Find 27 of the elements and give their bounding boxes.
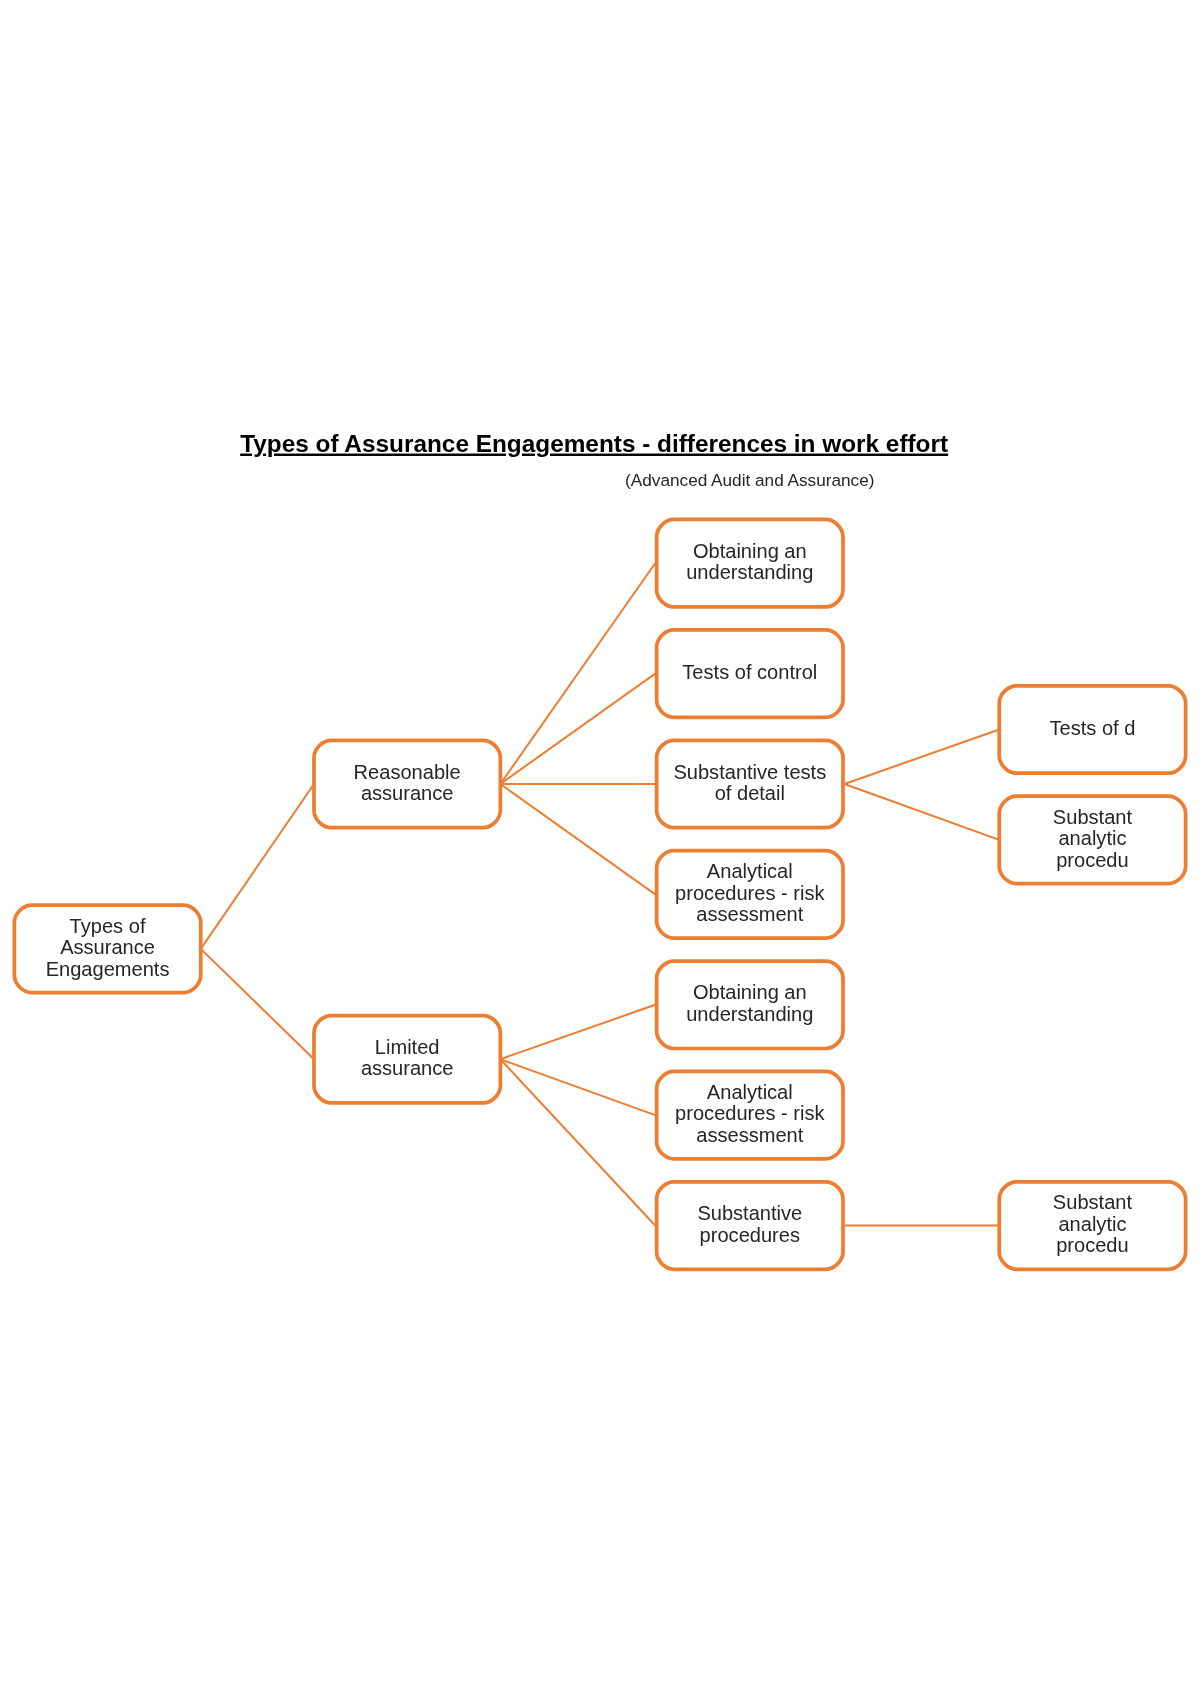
connector	[499, 782, 656, 895]
node-box: Substantive procedures	[654, 1179, 845, 1271]
connector	[844, 782, 1000, 841]
connector	[500, 1003, 656, 1060]
diagram-title: Types of Assurance Engagements - differences in work effort	[240, 429, 949, 457]
connector	[844, 1224, 1000, 1227]
connector	[844, 728, 1000, 785]
node-box: Obtaining an understanding	[654, 958, 845, 1050]
connector	[499, 672, 656, 785]
node-box: Substantive tests of detail	[654, 737, 845, 830]
node-box: Reasonable assurance	[312, 737, 503, 830]
node-box: Tests of d	[997, 683, 1188, 775]
connector	[200, 947, 315, 1060]
node-box: Tests of control	[654, 627, 845, 719]
node-box: Substant analytic procedu	[997, 1179, 1188, 1271]
node-box: Obtaining an understanding	[654, 517, 845, 609]
node-box: Substant analytic procedu	[997, 793, 1188, 885]
connector	[199, 782, 315, 949]
connector	[499, 562, 656, 785]
node-box: Types of Assurance Engagements	[12, 902, 203, 994]
node-box: Analytical procedures - risk assessment	[654, 848, 845, 940]
node-box: Limited assurance	[312, 1013, 503, 1105]
connector	[500, 1057, 656, 1116]
connector	[499, 1058, 656, 1226]
connector	[500, 782, 656, 785]
node-box: Analytical procedures - risk assessment	[654, 1069, 845, 1161]
label: (Advanced Audit and Assurance)	[625, 469, 875, 490]
